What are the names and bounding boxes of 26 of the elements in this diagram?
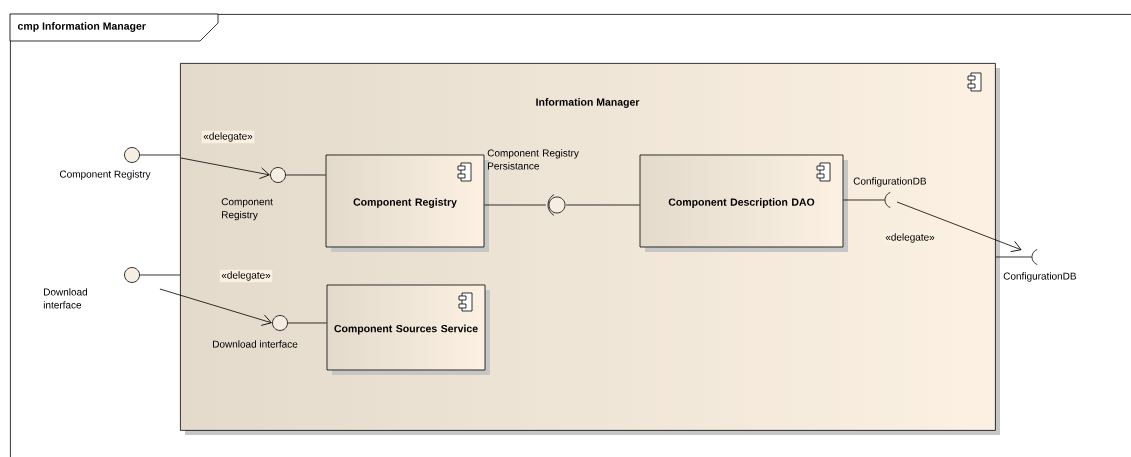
component-box: Component Sources Service xyxy=(326,284,490,375)
connector xyxy=(139,154,181,156)
assembly-connector: Component Registry Persistance xyxy=(487,149,579,216)
component-box: Component Registry xyxy=(325,154,489,252)
node-label: Download interface xyxy=(213,340,298,348)
connector xyxy=(995,256,1033,258)
connector xyxy=(139,274,181,276)
component-box: Component Description DAO xyxy=(639,154,848,252)
connector xyxy=(843,199,886,201)
connector xyxy=(896,201,1022,252)
node-label: Component Registry xyxy=(221,198,273,221)
connector xyxy=(159,288,272,326)
provided-interface: Component Registry xyxy=(59,147,151,180)
required-interface: ConfigurationDB xyxy=(853,177,927,208)
connector xyxy=(285,174,326,176)
node-label: Component Registry xyxy=(59,170,151,180)
required-interface: ConfigurationDB xyxy=(1003,249,1077,282)
connector xyxy=(287,322,327,324)
provided-interface: Component Registry xyxy=(221,167,286,221)
connector xyxy=(180,157,270,179)
provided-interface: Download interface xyxy=(43,267,140,309)
provided-interface: Download interface xyxy=(213,315,298,348)
connector xyxy=(484,204,547,206)
node-label: Download interface xyxy=(43,288,88,309)
connector xyxy=(565,204,640,206)
node-label: Component Registry Persistance xyxy=(487,149,579,170)
